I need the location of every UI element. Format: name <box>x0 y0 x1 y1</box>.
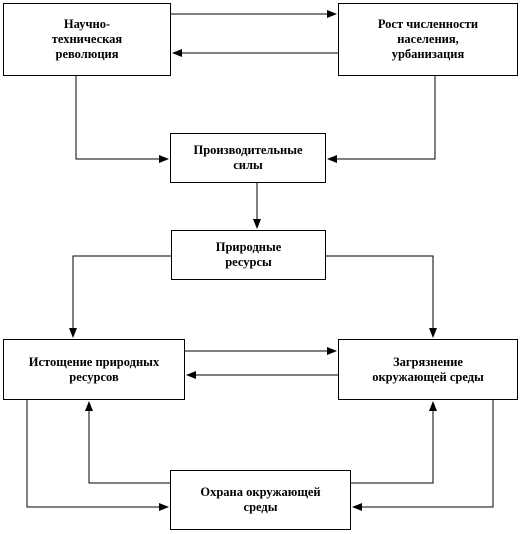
edge-population-to-productive-forces <box>327 76 436 163</box>
node-environmental-protection: Охрана окружающей среды <box>170 470 351 530</box>
node-label: Истощение природных ресурсов <box>28 354 160 384</box>
node-label: Загрязнение окружающей среды <box>372 354 484 384</box>
node-population-growth-urbanization: Рост численности населения, урбанизация <box>338 3 518 76</box>
node-label: Охрана окружающей среды <box>200 485 321 514</box>
node-label: Природные ресурсы <box>215 240 282 269</box>
node-natural-resources: Природные ресурсы <box>171 230 326 280</box>
edge-protection-to-pollution <box>351 401 437 484</box>
edge-ntr-to-productive-forces <box>75 76 169 163</box>
node-environmental-pollution: Загрязнение окружающей среды <box>338 339 518 400</box>
node-label: Производительные силы <box>193 143 303 172</box>
edge-pollution-to-protection <box>352 400 494 511</box>
node-resource-depletion: Истощение природных ресурсов <box>3 339 185 400</box>
edge-protection-to-depletion <box>85 401 170 484</box>
node-label: Рост численности населения, урбанизация <box>377 17 479 61</box>
node-productive-forces: Производительные силы <box>170 133 326 183</box>
node-label: Научно- техническая революция <box>51 17 123 61</box>
edge-natural-resources-to-depletion <box>69 255 171 338</box>
node-scientific-technical-revolution: Научно- техническая революция <box>3 3 171 76</box>
edge-depletion-to-protection <box>26 400 169 511</box>
edge-natural-resources-to-pollution <box>326 255 437 338</box>
